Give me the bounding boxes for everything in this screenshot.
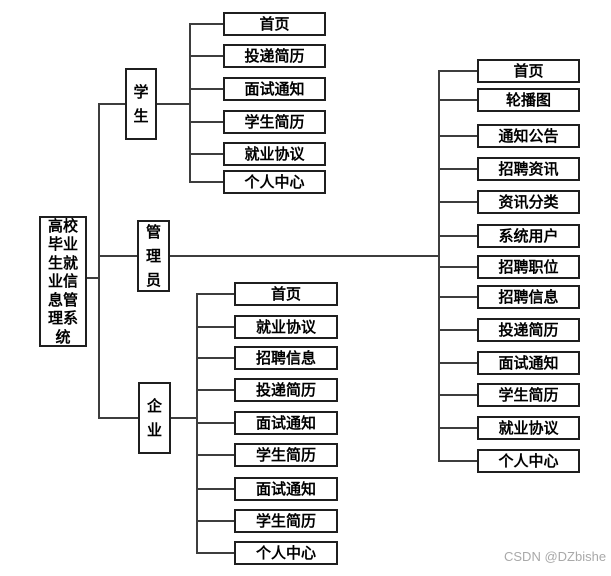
node-admin-home: 首页 bbox=[477, 59, 580, 83]
connector-line bbox=[196, 293, 234, 295]
connector-line bbox=[438, 135, 477, 137]
student-trunk-line bbox=[189, 23, 191, 183]
leaf-label: 系统用户 bbox=[498, 227, 559, 245]
node-admin-student-resume: 学生简历 bbox=[477, 383, 580, 407]
connector-line bbox=[438, 460, 477, 462]
csdn-watermark: CSDN @DZbishe bbox=[504, 549, 607, 564]
node-admin-employment-agreement: 就业协议 bbox=[477, 416, 580, 440]
connector-line bbox=[438, 427, 477, 429]
leaf-label: 个人中心 bbox=[244, 173, 305, 191]
connector-line bbox=[189, 55, 223, 57]
node-enterprise-employment-agreement: 就业协议 bbox=[234, 315, 338, 339]
leaf-label: 投递简历 bbox=[498, 321, 559, 339]
leaf-label: 招聘资讯 bbox=[498, 160, 559, 178]
leaf-label: 个人中心 bbox=[498, 452, 559, 470]
node-enterprise-interview-notice-2: 面试通知 bbox=[234, 477, 338, 501]
node-enterprise-home: 首页 bbox=[234, 282, 338, 306]
admin-connector-line bbox=[98, 255, 440, 257]
node-root-system: 高校毕业生就业信息管理系统 bbox=[39, 216, 87, 347]
leaf-label: 学生简历 bbox=[255, 446, 316, 464]
node-admin-recruit-info: 招聘信息 bbox=[477, 285, 580, 309]
node-student-interview-notice: 面试通知 bbox=[223, 77, 326, 101]
leaf-label: 资讯分类 bbox=[498, 193, 559, 211]
connector-line bbox=[196, 389, 234, 391]
connector-line bbox=[438, 168, 477, 170]
node-admin-interview-notice: 面试通知 bbox=[477, 351, 580, 375]
connector-line bbox=[438, 266, 477, 268]
connector-line bbox=[189, 121, 223, 123]
leaf-label: 首页 bbox=[259, 15, 290, 33]
root-connector-line bbox=[87, 277, 100, 279]
node-admin-news-category: 资讯分类 bbox=[477, 190, 580, 214]
leaf-label: 投递简历 bbox=[255, 381, 316, 399]
node-role-enterprise: 企业 bbox=[138, 382, 171, 454]
node-enterprise-submit-resume: 投递简历 bbox=[234, 378, 338, 402]
leaf-label: 招聘职位 bbox=[498, 258, 559, 276]
connector-line bbox=[438, 99, 477, 101]
node-admin-recruit-news: 招聘资讯 bbox=[477, 157, 580, 181]
node-role-student: 学生 bbox=[125, 68, 157, 140]
node-admin-submit-resume: 投递简历 bbox=[477, 318, 580, 342]
connector-line bbox=[438, 70, 477, 72]
connector-line bbox=[438, 362, 477, 364]
connector-line bbox=[438, 296, 477, 298]
leaf-label: 面试通知 bbox=[498, 354, 559, 372]
connector-line bbox=[196, 422, 234, 424]
connector-line bbox=[196, 520, 234, 522]
connector-line bbox=[196, 454, 234, 456]
connector-line bbox=[189, 181, 223, 183]
leaf-label: 学生简历 bbox=[255, 512, 316, 530]
leaf-label: 招聘信息 bbox=[255, 349, 316, 367]
leaf-label: 就业协议 bbox=[255, 318, 316, 336]
node-admin-system-users: 系统用户 bbox=[477, 224, 580, 248]
connector-line bbox=[189, 23, 223, 25]
leaf-label: 面试通知 bbox=[255, 414, 316, 432]
node-enterprise-student-resume-1: 学生简历 bbox=[234, 443, 338, 467]
node-enterprise-student-resume-2: 学生简历 bbox=[234, 509, 338, 533]
connector-line bbox=[189, 88, 223, 90]
leaf-label: 就业协议 bbox=[498, 419, 559, 437]
leaf-label: 面试通知 bbox=[255, 480, 316, 498]
connector-line bbox=[196, 552, 234, 554]
node-enterprise-personal-center: 个人中心 bbox=[234, 541, 338, 565]
node-role-admin-label: 管理员 bbox=[145, 223, 161, 289]
node-student-submit-resume: 投递简历 bbox=[223, 44, 326, 68]
leaf-label: 面试通知 bbox=[244, 80, 305, 98]
leaf-label: 通知公告 bbox=[498, 127, 559, 145]
node-student-home: 首页 bbox=[223, 12, 326, 36]
node-student-student-resume: 学生简历 bbox=[223, 110, 326, 134]
leaf-label: 个人中心 bbox=[255, 544, 316, 562]
leaf-label: 学生简历 bbox=[498, 386, 559, 404]
connector-line bbox=[438, 201, 477, 203]
node-enterprise-recruit-info: 招聘信息 bbox=[234, 346, 338, 370]
leaf-label: 投递简历 bbox=[244, 47, 305, 65]
node-enterprise-interview-notice-1: 面试通知 bbox=[234, 411, 338, 435]
node-role-student-label: 学生 bbox=[133, 83, 149, 125]
connector-line bbox=[189, 153, 223, 155]
node-student-personal-center: 个人中心 bbox=[223, 170, 326, 194]
connector-line bbox=[196, 488, 234, 490]
leaf-label: 首页 bbox=[270, 285, 301, 303]
main-trunk-line bbox=[98, 103, 100, 419]
node-role-admin: 管理员 bbox=[137, 220, 170, 292]
connector-line bbox=[438, 329, 477, 331]
node-role-enterprise-label: 企业 bbox=[146, 397, 162, 439]
connector-line bbox=[438, 394, 477, 396]
node-student-employment-agreement: 就业协议 bbox=[223, 142, 326, 166]
connector-line bbox=[438, 235, 477, 237]
node-admin-personal-center: 个人中心 bbox=[477, 449, 580, 473]
leaf-label: 招聘信息 bbox=[498, 288, 559, 306]
leaf-label: 轮播图 bbox=[505, 91, 551, 109]
node-admin-notice: 通知公告 bbox=[477, 124, 580, 148]
leaf-label: 就业协议 bbox=[244, 145, 305, 163]
node-root-label: 高校毕业生就业信息管理系统 bbox=[47, 216, 78, 346]
connector-line bbox=[196, 357, 234, 359]
connector-line bbox=[196, 326, 234, 328]
node-admin-job-position: 招聘职位 bbox=[477, 255, 580, 279]
node-admin-carousel: 轮播图 bbox=[477, 88, 580, 112]
leaf-label: 首页 bbox=[513, 62, 544, 80]
leaf-label: 学生简历 bbox=[244, 113, 305, 131]
